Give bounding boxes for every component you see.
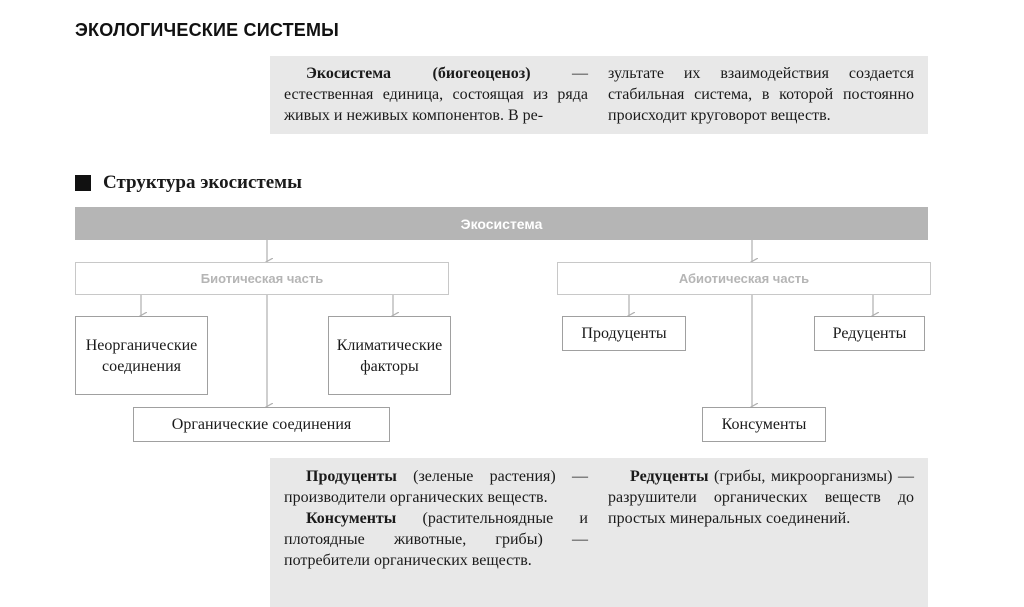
note-producers: Продуценты (зеленые растения) — производ… (284, 466, 588, 508)
abiotic-part: Абиотическая часть (557, 262, 931, 295)
definition-left: Экосистема (биогеоценоз) — естественная … (284, 63, 588, 126)
node-climatic-label: Климатические факторы (336, 336, 443, 375)
definition-left-text: — естественная единица, состоящая из ряд… (284, 65, 588, 124)
note-producers-term: Продуценты (306, 468, 397, 485)
section-title: Структура экосистемы (75, 172, 302, 194)
definition-right: зультате их взаимодействия создается ста… (608, 63, 914, 126)
node-producers: Продуценты (562, 316, 686, 351)
node-reducers: Редуценты (814, 316, 925, 351)
note-consumers-term: Консументы (306, 510, 397, 527)
node-climatic: Климатические факторы (328, 316, 451, 395)
note-reducers-text: (грибы, микроорганизмы) — разрушители ор… (608, 468, 914, 527)
node-inorganic: Неорганические соединения (75, 316, 208, 395)
node-producers-label: Продуценты (581, 325, 667, 342)
node-organic-label: Органические соединения (171, 416, 352, 433)
biotic-part: Биотическая часть (75, 262, 449, 295)
ecosystem-root: Экосистема (75, 207, 928, 240)
notes-left: Продуценты (зеленые растения) — производ… (284, 466, 588, 571)
definition-term: Экосистема (биогеоценоз) (306, 65, 531, 82)
node-reducers-label: Редуценты (832, 325, 907, 342)
node-inorganic-label: Неорганические соединения (85, 336, 198, 375)
note-producers-text: (зеленые растения) — производители орган… (284, 468, 588, 506)
notes-box (270, 458, 928, 607)
note-reducers: Редуценты (грибы, микроорганизмы) — разр… (608, 466, 914, 529)
node-consumers: Консументы (702, 407, 826, 442)
node-organic: Органические соединения (133, 407, 390, 442)
node-consumers-label: Консументы (721, 416, 807, 433)
definition-box (270, 56, 928, 134)
definition-right-text: зультате их взаимодействия создается ста… (608, 65, 914, 124)
section-title-text: Структура экосистемы (103, 172, 302, 193)
notes-right: Редуценты (грибы, микроорганизмы) — разр… (608, 466, 914, 529)
note-consumers: Консументы (растительноядные и плотоядны… (284, 508, 588, 571)
note-reducers-term: Редуценты (630, 468, 709, 485)
section-square-icon (75, 175, 91, 191)
page-title: ЭКОЛОГИЧЕСКИЕ СИСТЕМЫ (75, 20, 340, 40)
note-consumers-text: (растительноядные и плотоядные животные,… (284, 510, 588, 569)
